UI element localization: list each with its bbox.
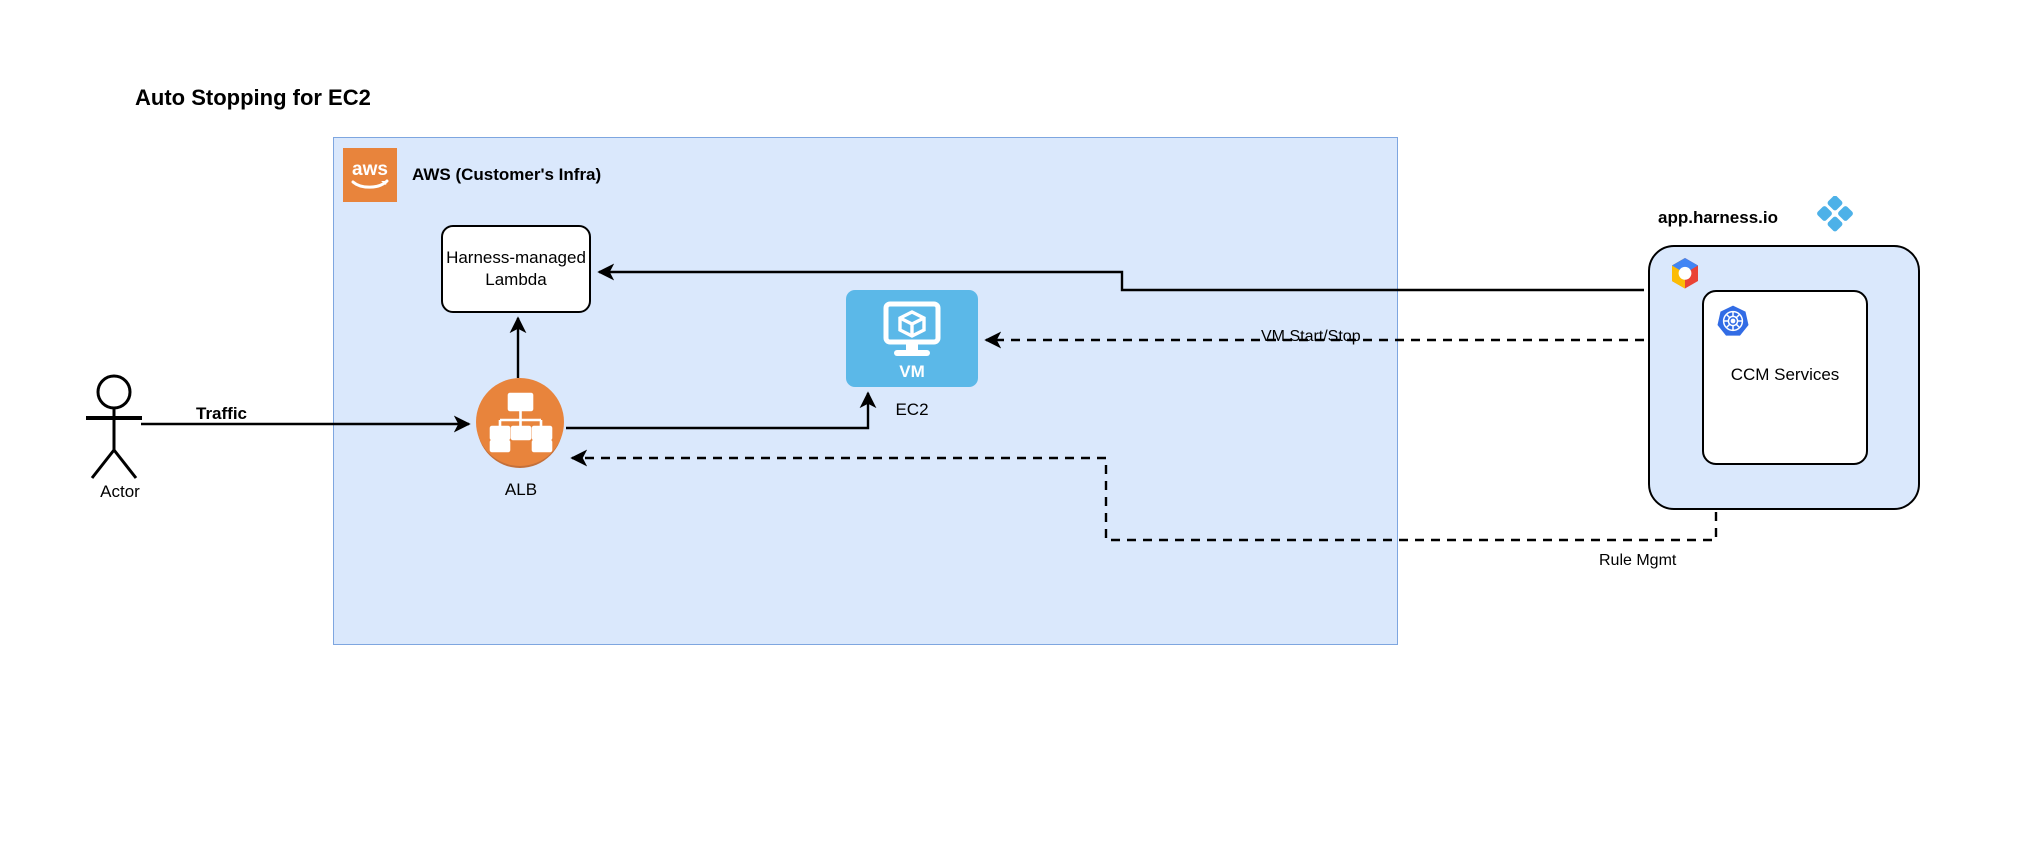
- vm-node-label: VM: [899, 362, 925, 381]
- harness-managed-lambda-node[interactable]: Harness-managed Lambda: [441, 225, 591, 313]
- lambda-label-line2: Lambda: [485, 270, 547, 289]
- actor-node-label: Actor: [100, 482, 140, 501]
- rule-mgmt-edge-label: Rule Mgmt: [1599, 552, 1677, 569]
- lambda-label-line1: Harness-managed: [446, 247, 586, 267]
- aws-container-label: AWS (Customer's Infra): [412, 165, 602, 184]
- ec2-node-caption: EC2: [895, 400, 929, 419]
- alb-node[interactable]: [476, 378, 564, 466]
- aws-logo-icon: aws: [343, 148, 397, 202]
- svg-text:aws: aws: [352, 159, 388, 180]
- page-title: Auto Stopping for EC2: [135, 85, 371, 110]
- kubernetes-helm-icon: [1716, 304, 1750, 338]
- alb-node-label: ALB: [504, 480, 538, 499]
- vm-start-stop-edge-label: VM Start/Stop: [1258, 328, 1364, 346]
- vm-monitor-cube-icon: [883, 301, 941, 356]
- harness-panel-label: app.harness.io: [1658, 208, 1778, 227]
- harness-diamond-logo-icon: [1814, 195, 1856, 238]
- load-balancer-tree-icon: [489, 392, 553, 453]
- stick-figure-actor-icon: [86, 374, 142, 479]
- ec2-vm-node[interactable]: [846, 290, 978, 387]
- ccm-services-label: CCM Services: [1730, 365, 1840, 384]
- traffic-edge-label: Traffic: [196, 404, 248, 423]
- gcp-hexagon-icon: [1666, 255, 1704, 293]
